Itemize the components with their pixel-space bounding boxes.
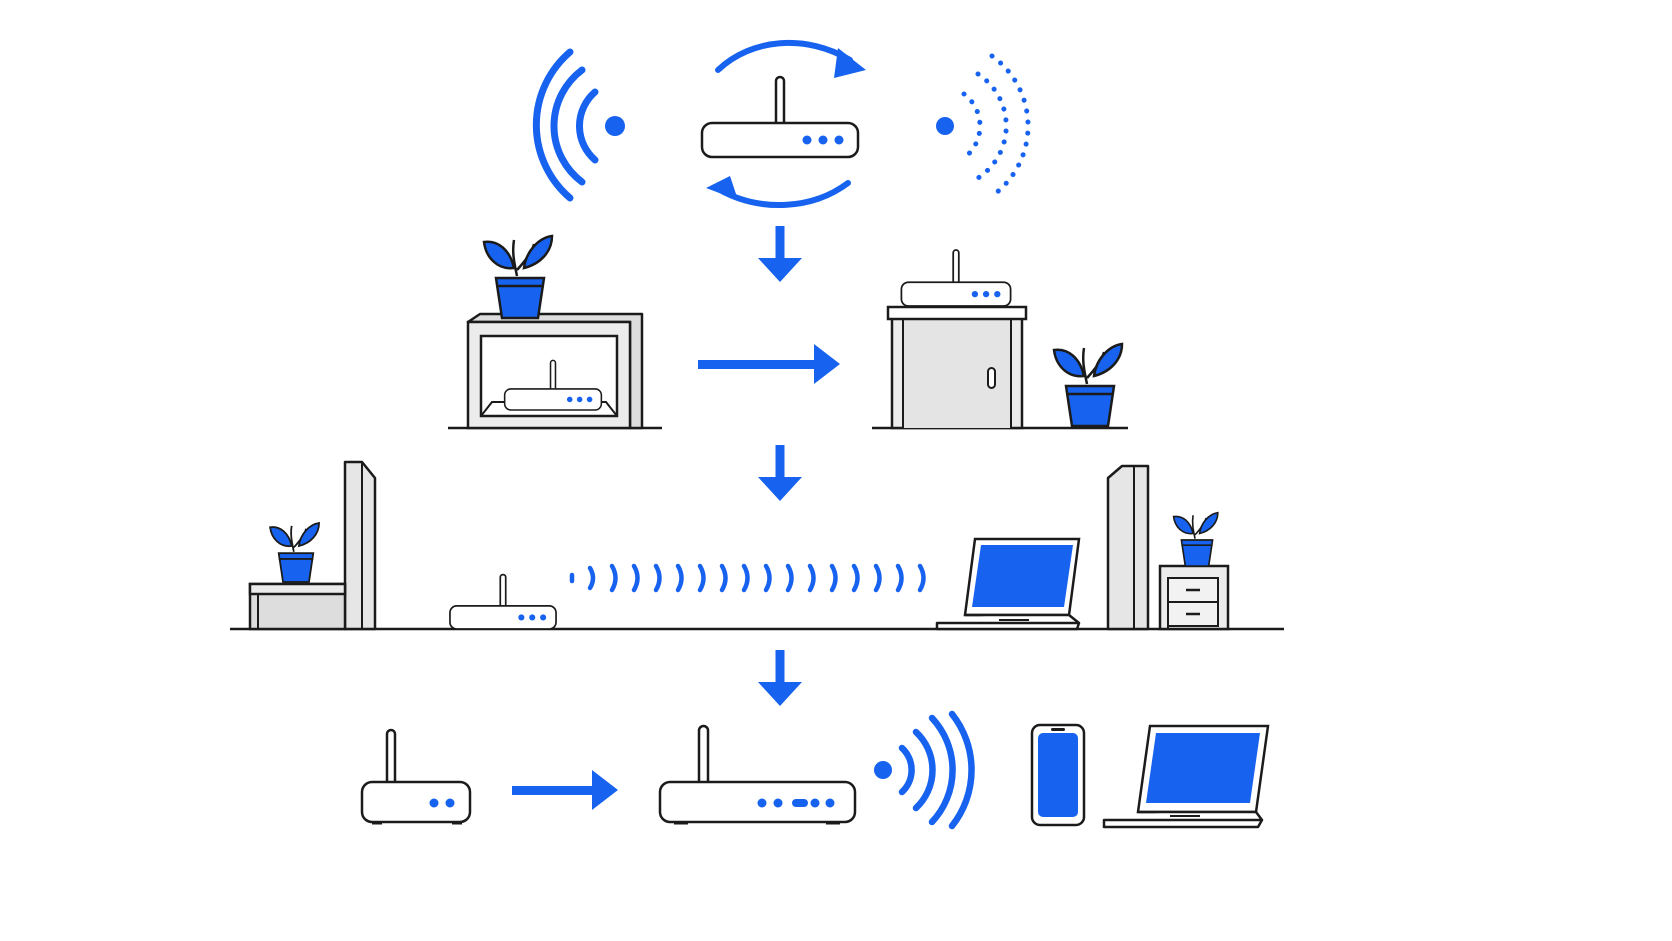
right-arrow-icon-2 <box>512 770 618 810</box>
plant-icon-right <box>1172 511 1219 567</box>
refresh-cycle-icon <box>706 39 866 208</box>
down-arrow-icon-3 <box>758 650 802 706</box>
plant-icon-left <box>269 522 320 583</box>
smartphone-icon <box>1030 723 1086 827</box>
down-arrow-icon-2 <box>758 445 802 501</box>
router-top <box>700 75 860 159</box>
down-arrow-icon-1 <box>758 226 802 282</box>
laptop-icon-row3 <box>935 537 1081 631</box>
enclosed-router-cabinet <box>448 234 662 430</box>
router-new <box>658 724 857 825</box>
router-old <box>360 728 472 825</box>
wall-right <box>1106 464 1150 631</box>
wall-left <box>343 460 377 631</box>
signal-waves-icon <box>569 563 926 593</box>
side-table-left <box>248 582 347 631</box>
router-floor <box>449 573 557 630</box>
right-arrow-icon-1 <box>698 344 840 384</box>
elevated-router-cabinet <box>872 249 1128 430</box>
wifi-signal-strong-icon <box>532 48 625 202</box>
laptop-icon-row4 <box>1102 724 1270 829</box>
wifi-signal-new-icon <box>874 710 975 830</box>
wifi-signal-weak-icon <box>936 53 1031 199</box>
drawer-cabinet <box>1158 564 1230 631</box>
